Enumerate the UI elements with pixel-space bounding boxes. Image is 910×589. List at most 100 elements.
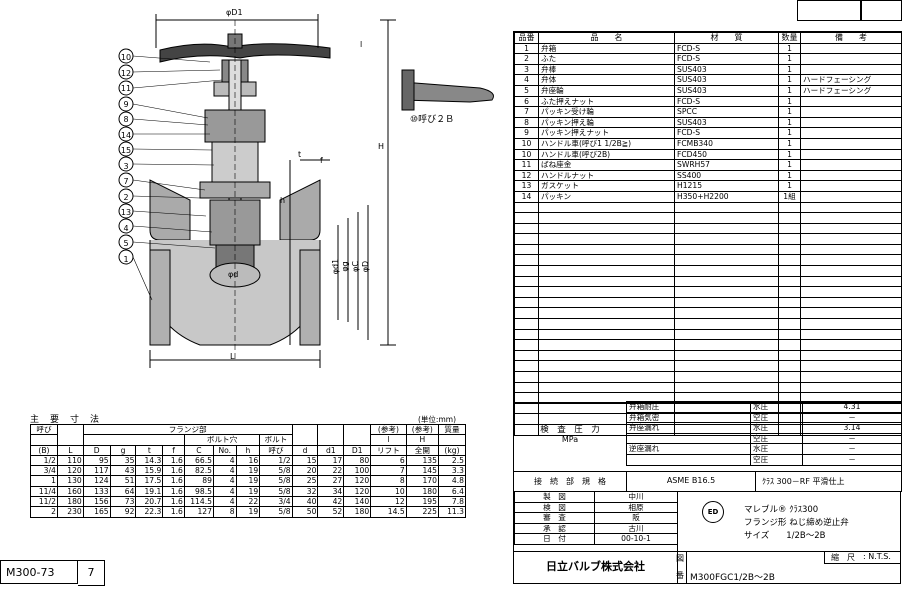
part-material: SUS403 <box>674 63 779 76</box>
callout-3: 3 <box>123 161 129 171</box>
part-remarks <box>800 53 902 65</box>
connection-class: ｸﾗｽ 300－RF 平滑仕上 <box>762 477 845 486</box>
dim-phi-D: φD <box>361 260 371 273</box>
parts-row-blank <box>514 349 902 362</box>
title-box-2 <box>860 0 902 21</box>
pressure-medium: 空圧 <box>750 453 803 466</box>
dim-t: t <box>298 150 302 159</box>
dims-cell: 17 <box>317 454 345 467</box>
connection-standard: ASME B16.5 <box>626 471 756 491</box>
approval-name: 中川 <box>594 491 678 503</box>
approval-name: 相原 <box>594 501 678 514</box>
dims-col-header: L <box>56 444 84 456</box>
part-material: H350+H2200 <box>674 190 779 203</box>
dims-cell: 7 <box>370 465 407 477</box>
dims-cell: 127 <box>183 506 214 518</box>
pressure-row: 逆座漏れ水圧－ <box>626 443 902 455</box>
dims-cell: 7.8 <box>437 496 467 508</box>
handle-note: ⑩呼び２Ｂ <box>410 115 455 125</box>
part-name: パッキン押え輪 <box>538 116 675 129</box>
dims-cell: 89 <box>183 475 214 487</box>
part-name: パッキン受け輪 <box>538 106 675 118</box>
part-qty: 1 <box>778 159 801 171</box>
dims-cell: 114.5 <box>183 496 214 508</box>
dim-phi-D1: φD1 <box>226 8 243 17</box>
dims-cell: 117 <box>82 465 111 477</box>
dim-phi-g: φg <box>340 261 350 272</box>
parts-row-blank <box>514 371 902 383</box>
dims-cell: 133 <box>82 485 111 498</box>
connection-block: 接 続 部 規 格 ASME B16.5 ｸﾗｽ 300－RF 平滑仕上 <box>513 471 902 492</box>
part-name: ハンドル車(呼び1 1/2B≧) <box>538 137 675 150</box>
part-remarks <box>800 63 902 76</box>
part-material: SUS403 <box>674 84 779 97</box>
part-qty: 1 <box>778 42 801 55</box>
dim-phi-d1: φd1 <box>331 258 341 275</box>
callout-11: 11 <box>120 84 132 93</box>
title-box-1 <box>797 0 862 21</box>
part-material: SPCC <box>674 106 779 118</box>
dims-cell: 15.9 <box>135 465 164 477</box>
dims-cell: 1 <box>30 475 58 487</box>
dims-cell: 20.7 <box>135 496 164 508</box>
dims-col-header: g <box>109 444 137 456</box>
dims-title: 主 要 寸 法 <box>30 415 101 425</box>
h-ref-2: (参考) <box>405 423 439 436</box>
dims-cell: 12 <box>370 496 407 508</box>
approval-name: 00-10-1 <box>594 533 678 545</box>
company-name: 日立バルブ株式会社 <box>513 551 678 584</box>
dims-cell: 14.5 <box>370 506 407 518</box>
part-name: パッキン押えナット <box>538 127 675 139</box>
dims-cell: 1.6 <box>162 465 185 477</box>
dims-cell: 14.3 <box>135 454 164 467</box>
callout-7: 7 <box>123 177 129 186</box>
part-material: FCD450 <box>674 148 779 161</box>
dim-l: l <box>360 40 363 49</box>
part-qty: 1 <box>778 95 801 108</box>
h-yobi: 呼び <box>30 423 58 436</box>
part-qty: 1 <box>778 116 801 129</box>
scale-label: 縮 尺 <box>831 553 855 562</box>
dims-col-header: 呼び <box>259 444 293 456</box>
dims-cell: 20 <box>291 465 319 477</box>
dims-col-header: (kg) <box>437 444 467 456</box>
pressure-medium: 水圧 <box>750 422 803 434</box>
product-line-1: マレブル® ｸﾗｽ300 <box>744 505 819 515</box>
dims-cell: 19 <box>235 485 261 498</box>
part-remarks <box>800 190 902 203</box>
dims-cell: 124 <box>82 475 111 487</box>
dims-cell: 156 <box>82 496 111 508</box>
dims-cell: 135 <box>405 454 439 467</box>
part-name: 弁棒 <box>538 63 675 76</box>
dims-col-header: d <box>291 444 319 456</box>
dims-cell: 35 <box>109 454 137 467</box>
part-qty: 1 <box>778 127 801 139</box>
part-qty: 1 <box>778 84 801 97</box>
part-no: 9 <box>514 127 539 139</box>
dims-cell: 27 <box>317 475 345 487</box>
callout-14: 14 <box>120 130 132 140</box>
part-qty: 1 <box>778 169 801 182</box>
approval-row: 検 図相原 <box>514 501 678 514</box>
product-line-2: フランジ形 ねじ締め逆止弁 <box>744 518 849 528</box>
approval-role: 製 図 <box>514 491 595 503</box>
part-remarks <box>800 169 902 182</box>
dims-cell: 40 <box>291 496 319 508</box>
col-part-name: 品 名 <box>538 32 675 44</box>
part-name: ハンドル車(呼び2B) <box>538 148 675 161</box>
dims-cell: 1.6 <box>162 506 185 518</box>
dims-unit: (単位:mm) <box>418 415 456 424</box>
parts-row-blank <box>514 381 902 394</box>
dims-col-header: (B) <box>30 444 58 456</box>
pressure-item: 弁箱耐圧 <box>626 401 751 413</box>
dims-cell: 1/2 <box>30 454 58 467</box>
